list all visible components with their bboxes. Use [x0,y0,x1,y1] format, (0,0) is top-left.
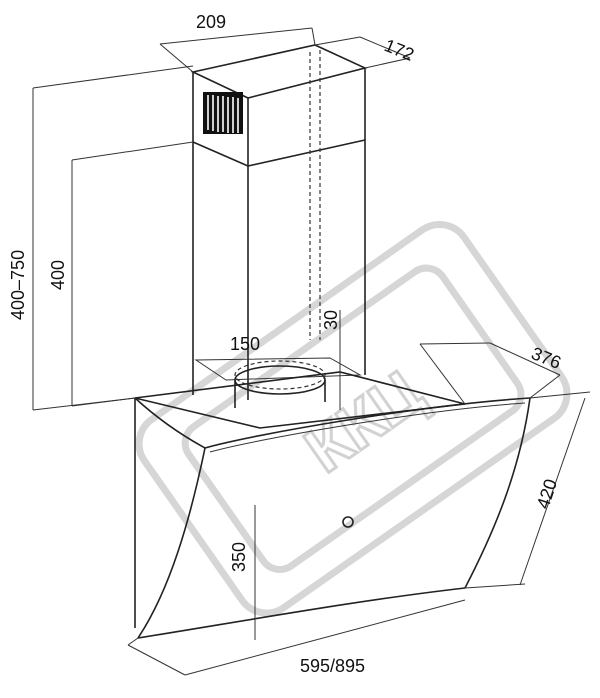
dimension-label-chimney-width: 209 [196,12,226,32]
dimension-label-total-height: 400–750 [8,250,28,320]
control-button-icon [342,516,354,528]
dimension-label-chimney-height: 400 [48,260,68,290]
dimension-label-chimney-depth: 172 [382,35,417,65]
chimney [190,44,368,400]
hood-body [134,371,531,639]
dimension-label-outlet-offset: 30 [321,310,341,330]
dimension-label-glass-height: 420 [533,476,561,511]
dimension-label-outlet-diameter: 150 [230,334,260,354]
dimension-label-hood-width: 595/895 [300,656,365,676]
air-outlet [194,357,362,408]
dimension-lines [32,27,591,676]
dimension-label-hood-height: 350 [229,542,249,572]
